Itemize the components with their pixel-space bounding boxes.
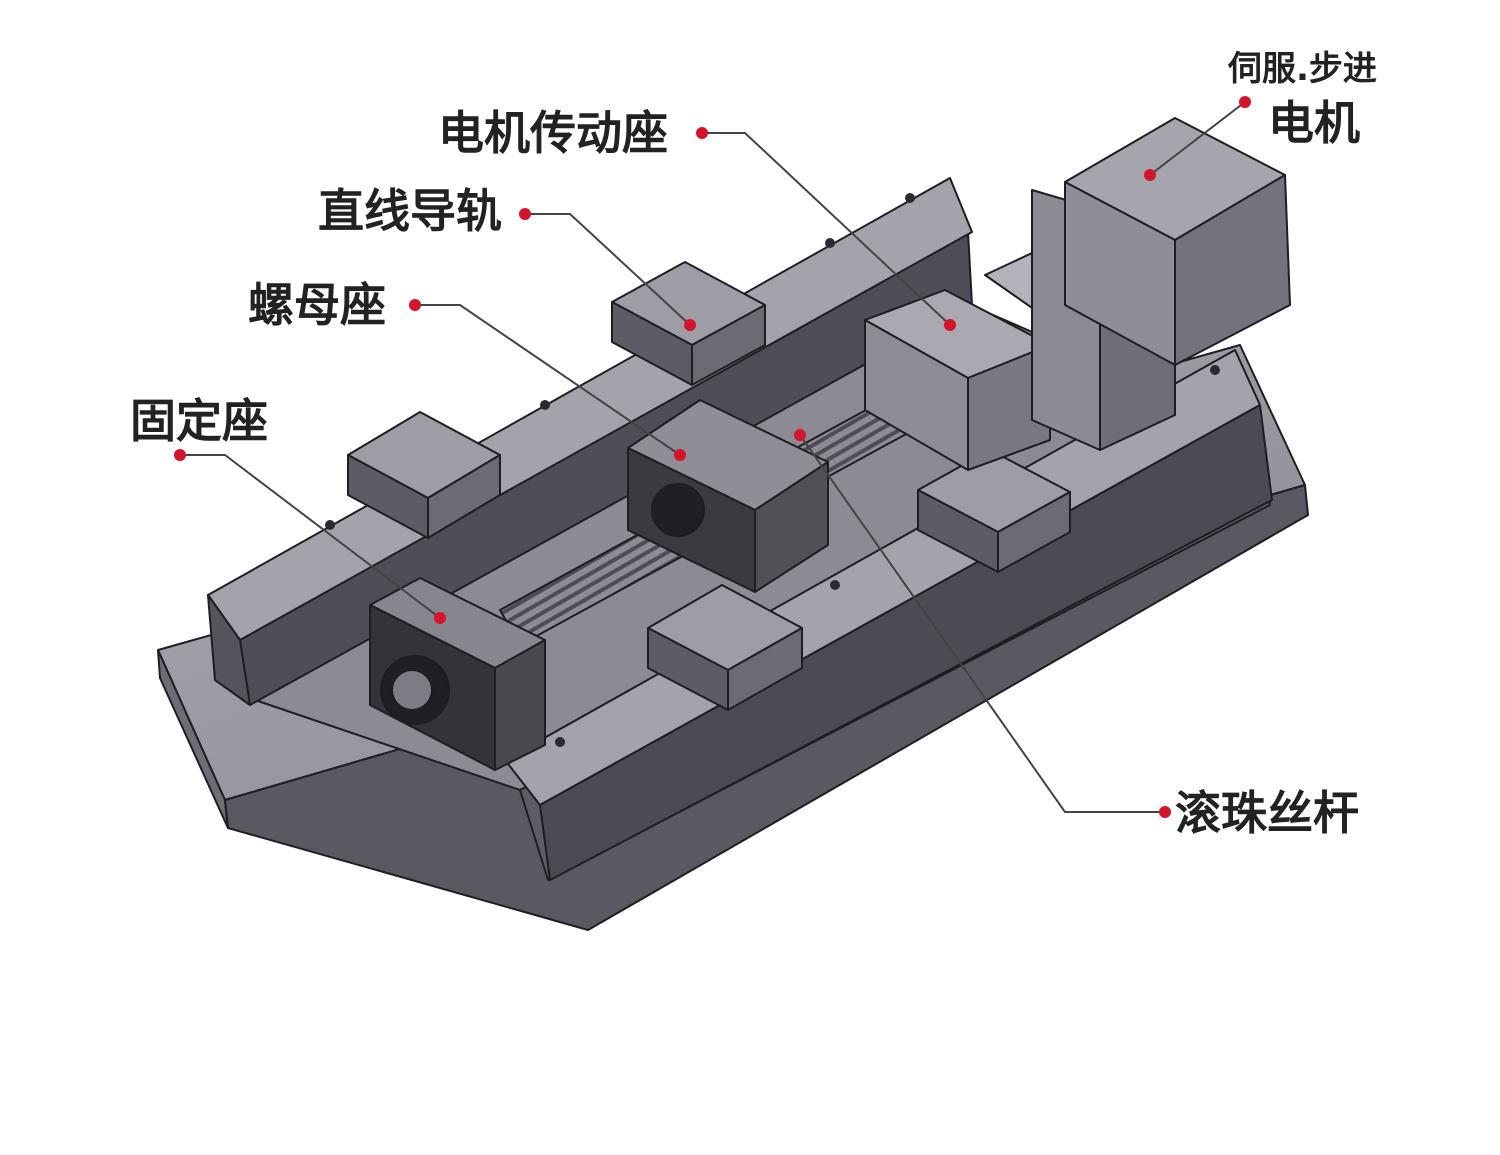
fixed-seat-block <box>369 577 546 771</box>
rail-hole <box>540 400 550 410</box>
label-motor: 电机 <box>1268 96 1360 150</box>
motor-body <box>1064 117 1291 366</box>
label-linear-guide: 直线导轨 <box>318 184 502 238</box>
callout-dot-motor-mount-target <box>944 319 956 331</box>
slider-side <box>997 491 1071 573</box>
callout-dot-nut-seat <box>409 299 421 311</box>
fixed-seat-bearing-inner <box>391 669 433 711</box>
nut-seat-block <box>627 399 829 593</box>
callout-line-ball-screw <box>799 434 1165 813</box>
callout-dot-ball-screw-target <box>794 429 806 441</box>
rail-hole <box>825 238 835 248</box>
slider-front-left <box>647 584 803 711</box>
slider-side <box>727 627 803 711</box>
rail-hole <box>1210 365 1220 375</box>
callout-dot-ball-screw <box>1159 806 1171 818</box>
guide-sliders <box>347 261 1071 711</box>
motor-mount-side <box>967 344 1051 471</box>
callout-dot-motor-mount <box>696 127 708 139</box>
callout-lines <box>180 101 1246 813</box>
label-motor-type: 伺服.步进 <box>1228 49 1377 89</box>
label-nut-seat: 螺母座 <box>248 278 386 332</box>
callout-dot-linear-guide <box>519 208 531 220</box>
left-wall-outer <box>207 594 251 706</box>
nut-seat-bore <box>651 483 705 537</box>
callout-dot-fixed-seat-target <box>434 612 446 624</box>
callout-line-motor <box>1149 101 1246 176</box>
slider-back-right <box>611 261 766 386</box>
label-fixed-seat: 固定座 <box>130 394 268 448</box>
callout-line-nut-seat <box>415 304 681 456</box>
callout-dot-fixed-seat <box>174 449 186 461</box>
slider-front-right <box>917 449 1071 573</box>
rail-hole <box>905 193 915 203</box>
callout-dots <box>174 96 1251 818</box>
nut-seat-side <box>754 461 829 593</box>
rail-hole <box>325 520 335 530</box>
callout-dot-motor-body <box>1144 169 1156 181</box>
rail-hole <box>830 580 840 590</box>
slider-back-left <box>347 411 501 539</box>
callout-line-linear-guide <box>525 213 691 326</box>
slider-side <box>427 454 501 539</box>
callout-dot-linear-guide-target <box>684 319 696 331</box>
fixed-seat-side <box>494 639 546 771</box>
callout-line-motor-mount <box>702 132 951 326</box>
callout-dot-nut-seat-target <box>674 449 686 461</box>
label-ball-screw: 滚珠丝杆 <box>1175 786 1359 840</box>
callout-line-fixed-seat <box>180 454 441 619</box>
slider-side <box>691 304 766 386</box>
label-motor-mount: 电机传动座 <box>438 106 668 160</box>
callout-dot-motor <box>1239 96 1251 108</box>
rail-hole <box>555 737 565 747</box>
motor-side <box>1174 174 1291 366</box>
